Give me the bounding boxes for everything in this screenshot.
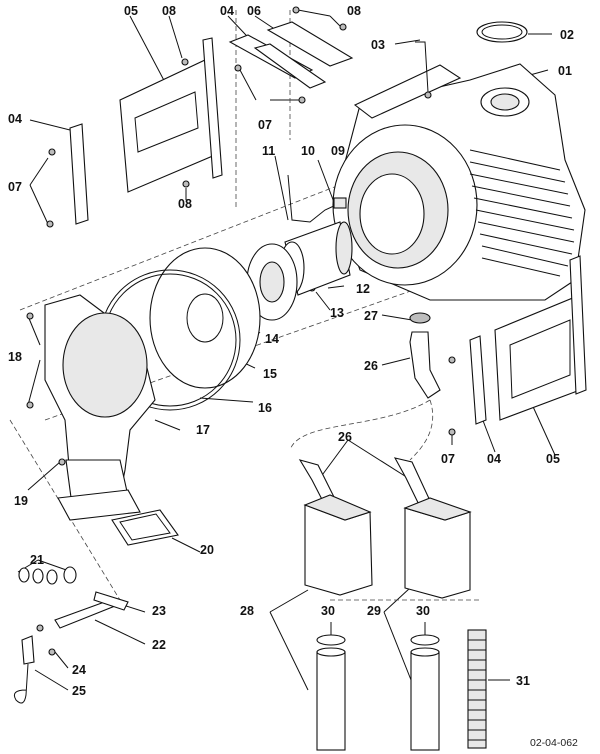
float-tube-left	[316, 647, 346, 751]
callout-07-right: 07	[441, 452, 455, 466]
callout-16: 16	[258, 401, 272, 415]
drain-hose	[467, 629, 487, 749]
float-tube-right	[410, 647, 440, 751]
callout-23: 23	[152, 604, 166, 618]
callout-18: 18	[8, 350, 22, 364]
flange-gasket	[111, 509, 179, 546]
callout-03: 03	[371, 38, 385, 52]
callout-13: 13	[330, 306, 344, 320]
callout-30-right: 30	[416, 604, 430, 618]
side-strip-left	[69, 123, 89, 225]
callout-17: 17	[196, 423, 210, 437]
ignition-electrode-cable	[287, 174, 347, 223]
callout-29: 29	[367, 604, 381, 618]
callout-08-top-right: 08	[347, 4, 361, 18]
washer-set	[18, 566, 77, 585]
callout-04-left: 04	[8, 112, 22, 126]
callout-07-left: 07	[8, 180, 22, 194]
condensate-hose	[409, 312, 441, 399]
callout-22: 22	[152, 638, 166, 652]
callout-05-right: 05	[546, 452, 560, 466]
o-ring-left	[316, 634, 346, 646]
callout-24: 24	[72, 663, 86, 677]
callout-30-left: 30	[321, 604, 335, 618]
callout-26-upper: 26	[364, 359, 378, 373]
callout-28: 28	[240, 604, 254, 618]
callout-25: 25	[72, 684, 86, 698]
mounting-bracket-right	[469, 255, 587, 425]
callout-05-top: 05	[124, 4, 138, 18]
callout-07-top: 07	[258, 118, 272, 132]
callout-19: 19	[14, 494, 28, 508]
electrode-assembly	[36, 591, 129, 632]
ignition-cable	[13, 635, 35, 704]
callout-02: 02	[560, 28, 574, 42]
callout-12: 12	[356, 282, 370, 296]
callout-21: 21	[30, 553, 44, 567]
condensate-trap-right	[393, 457, 472, 599]
callout-26-lower: 26	[338, 430, 352, 444]
callout-11: 11	[262, 144, 276, 158]
callout-01: 01	[558, 64, 572, 78]
document-reference: 02-04-062	[530, 737, 578, 749]
insulation-disc	[149, 247, 261, 389]
callout-04-top: 04	[220, 4, 234, 18]
callout-20: 20	[200, 543, 214, 557]
cooling-fins	[469, 149, 575, 277]
callout-14: 14	[265, 332, 279, 346]
callout-09: 09	[331, 144, 345, 158]
callout-08-top-left: 08	[162, 4, 176, 18]
callout-04-right: 04	[487, 452, 501, 466]
mounting-bracket-left	[119, 37, 223, 193]
temperature-sensor	[415, 41, 429, 93]
callout-31: 31	[516, 674, 530, 688]
condensate-trap-left	[298, 459, 373, 596]
heat-exchanger-housing	[332, 63, 586, 301]
o-ring-right	[410, 634, 440, 646]
callout-06: 06	[247, 4, 261, 18]
callout-15: 15	[263, 367, 277, 381]
callout-10: 10	[301, 144, 315, 158]
callout-08-mid: 08	[178, 197, 192, 211]
bracket-rail-upper	[228, 21, 354, 89]
air-inlet-assembly	[44, 294, 156, 521]
callout-27: 27	[364, 309, 378, 323]
